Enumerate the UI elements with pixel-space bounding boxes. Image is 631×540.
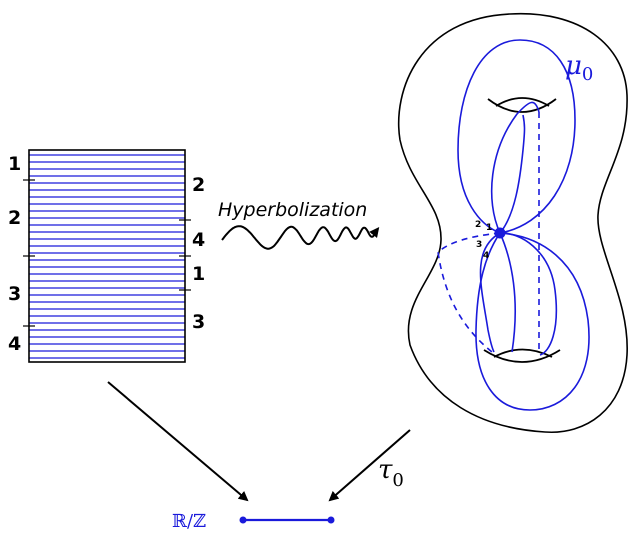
right-label-3: 3 (192, 311, 205, 333)
right-label-2: 2 (192, 174, 205, 196)
upper-hole-lower-arc (487, 98, 557, 113)
left-projection-arrow (107, 381, 249, 502)
foliation-lines (29, 154, 185, 359)
hyperbolization-arrow: Hyperbolization (218, 199, 380, 250)
genus-two-surface: 1 2 3 4 μ0 (397, 12, 628, 433)
upper-outer-loop (457, 39, 576, 234)
right-projection-arrow (328, 429, 411, 502)
target-label: ℝ/ℤ (172, 511, 206, 532)
upper-inner-loop (490, 101, 540, 234)
right-label-4: 4 (192, 229, 205, 251)
surface-outline (397, 12, 628, 433)
upper-right-strand (499, 114, 526, 234)
map-label: τ0 (378, 455, 404, 491)
foliated-rectangle: 1 2 3 4 2 4 1 3 (8, 149, 205, 363)
vertex-label-2: 2 (475, 220, 481, 230)
vertex-label-4: 4 (483, 251, 489, 261)
lower-hole-lower-arc (483, 349, 561, 363)
singular-point (494, 227, 506, 239)
foliation-curves (437, 39, 590, 411)
circle-target: ℝ/ℤ (172, 511, 335, 532)
left-label-3: 3 (8, 283, 21, 305)
rectangle-ticks (23, 179, 191, 327)
lower-left-inner-loop (479, 232, 501, 353)
left-label-2: 2 (8, 207, 21, 229)
hyperbolization-label: Hyperbolization (218, 199, 367, 221)
target-endpoint-left (239, 516, 247, 524)
lower-outer-loop (475, 232, 590, 411)
dashed-left-curve (437, 232, 501, 353)
foliation-label: μ0 (565, 51, 593, 85)
vertex-label-1: 1 (486, 223, 492, 233)
upper-hole-upper-arc (495, 97, 550, 107)
left-label-1: 1 (8, 153, 21, 175)
vertex-label-3: 3 (476, 240, 482, 250)
lower-middle-strand (499, 232, 516, 353)
right-label-1: 1 (192, 263, 205, 285)
squiggle-path (221, 225, 380, 250)
lower-hole-upper-arc (493, 348, 553, 358)
target-endpoint-right (327, 516, 335, 524)
left-label-4: 4 (8, 333, 21, 355)
lower-right-inner-loop (499, 232, 558, 356)
